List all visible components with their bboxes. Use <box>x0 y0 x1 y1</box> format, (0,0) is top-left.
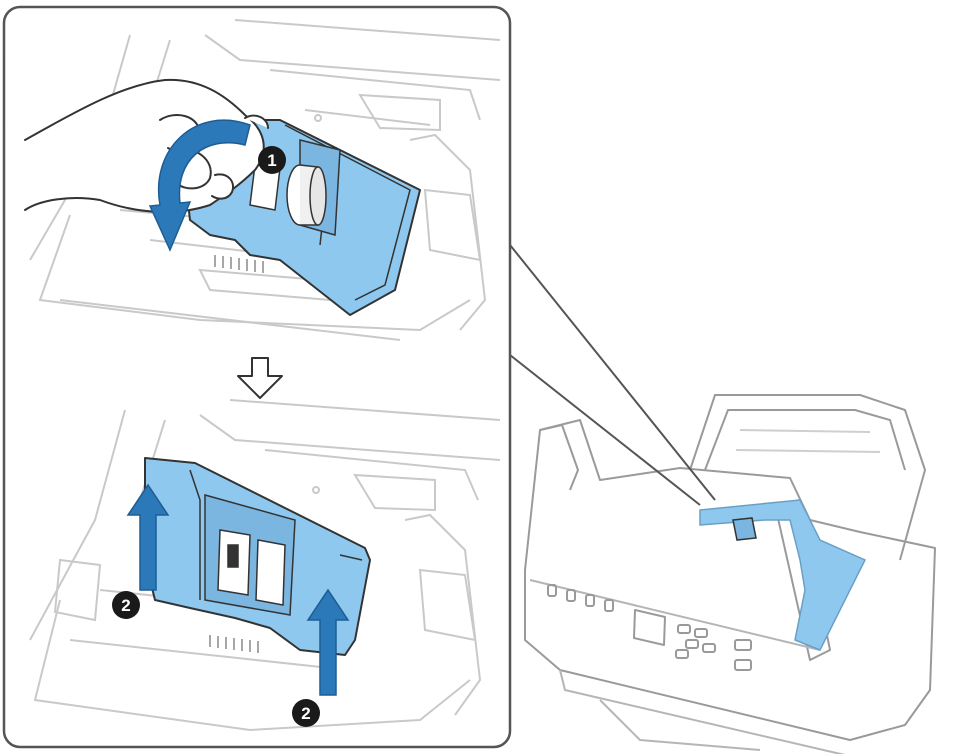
scanner-illustration <box>524 394 936 754</box>
callout-line-top <box>509 244 716 501</box>
up-arrow-icon <box>306 588 350 696</box>
scanner-roller-cover-highlight <box>699 499 867 651</box>
callout-line-bottom <box>509 354 701 506</box>
roller-slot <box>217 529 286 606</box>
pickup-roller <box>249 164 327 226</box>
up-arrow-icon <box>126 483 170 591</box>
step-2-marker-left: 2 <box>112 591 140 619</box>
svg-text:1: 1 <box>267 151 276 170</box>
hollow-down-arrow-icon <box>237 357 283 399</box>
svg-text:2: 2 <box>301 704 310 723</box>
step-1-marker: 1 <box>258 146 286 174</box>
curved-arrow-icon <box>148 119 251 252</box>
svg-text:2: 2 <box>121 596 130 615</box>
step-2-marker-right: 2 <box>292 699 320 727</box>
scanner-cover-tab <box>732 517 757 541</box>
